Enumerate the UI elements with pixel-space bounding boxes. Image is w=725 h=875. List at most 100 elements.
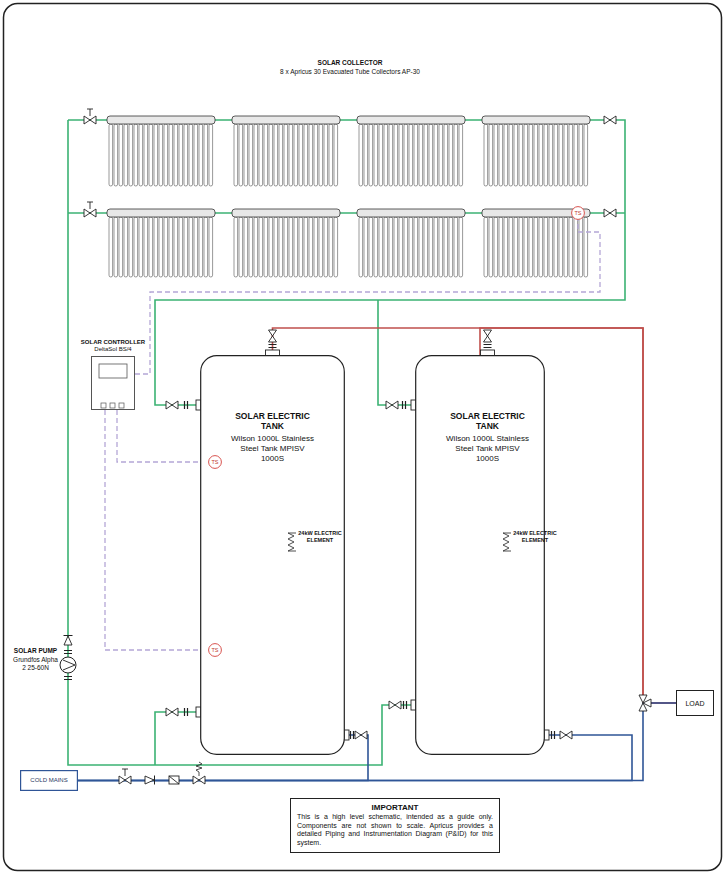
evacuated-tube-collector	[554, 124, 558, 186]
evacuated-tube-collector	[459, 217, 463, 277]
evacuated-tube-collector	[424, 217, 428, 277]
evacuated-tube-collector	[304, 217, 308, 277]
evacuated-tube-collector	[484, 217, 488, 277]
evacuated-tube-collector	[189, 124, 193, 186]
evacuated-tube-collector	[359, 217, 363, 277]
node-text: 24kW ELECTRIC ELEMENT	[298, 530, 342, 543]
evacuated-tube-collector	[569, 124, 573, 186]
evacuated-tube-collector	[244, 124, 248, 186]
solar-electric-tank: TSTSSOLAR ELECTRIC TANKWilson 1000L Stai…	[200, 355, 345, 755]
evacuated-tube-collector	[232, 209, 340, 217]
evacuated-tube-collector	[534, 217, 538, 277]
evacuated-tube-collector	[414, 217, 418, 277]
evacuated-tube-collector	[129, 124, 133, 186]
valve-symbol	[185, 708, 188, 716]
evacuated-tube-collector	[204, 217, 208, 277]
evacuated-tube-collector	[514, 124, 518, 186]
solar-controller: SOLAR CONTROLLERDeltaSol BS/4	[91, 356, 135, 410]
evacuated-tube-collector	[119, 217, 123, 277]
evacuated-tube-collector	[379, 124, 383, 186]
evacuated-tube-collector	[364, 124, 368, 186]
evacuated-tube-collector	[544, 217, 548, 277]
evacuated-tube-collector	[119, 124, 123, 186]
evacuated-tube-collector	[449, 124, 453, 186]
evacuated-tube-collector	[319, 217, 323, 277]
evacuated-tube-collector	[579, 217, 583, 277]
pump-symbol	[64, 677, 72, 680]
evacuated-tube-collector	[309, 217, 313, 277]
temperature-sensor: TS	[208, 643, 222, 657]
evacuated-tube-collector	[334, 124, 338, 186]
mixing-valve	[643, 699, 651, 707]
evacuated-tube-collector	[274, 217, 278, 277]
evacuated-tube-collector	[259, 124, 263, 186]
evacuated-tube-collector	[554, 217, 558, 277]
evacuated-tube-collector	[154, 124, 158, 186]
evacuated-tube-collector	[329, 124, 333, 186]
evacuated-tube-collector	[234, 124, 238, 186]
evacuated-tube-collector	[524, 124, 528, 186]
evacuated-tube-collector	[389, 217, 393, 277]
evacuated-tube-collector	[524, 217, 528, 277]
evacuated-tube-collector	[174, 124, 178, 186]
load-box-outline	[677, 691, 714, 716]
cold-water-pipe	[78, 703, 676, 781]
evacuated-tube-collector	[239, 217, 243, 277]
valve-symbol	[484, 330, 492, 342]
valve-symbol	[269, 345, 277, 348]
solar-loop-pipe	[107, 120, 625, 405]
text-group: SOLAR ELECTRIC TANKWilson 1000L Stainles…	[445, 411, 530, 464]
temperature-sensor-outline	[209, 456, 222, 469]
cold-water-pipe	[78, 735, 632, 781]
evacuated-tube-collector	[359, 124, 363, 186]
evacuated-tube-collector	[584, 217, 588, 277]
evacuated-tube-collector	[209, 217, 213, 277]
evacuated-tube-collector	[514, 217, 518, 277]
evacuated-tube-collector	[494, 217, 498, 277]
evacuated-tube-collector	[304, 124, 308, 186]
evacuated-tube-collector	[519, 217, 523, 277]
heating-element-symbol	[503, 533, 511, 551]
valve-symbol	[389, 701, 401, 709]
valve-symbol	[269, 330, 277, 342]
valve-symbol	[169, 776, 179, 784]
evacuated-tube-collector	[184, 217, 188, 277]
valve-symbol	[84, 109, 616, 785]
solar-controller-outline	[92, 357, 135, 410]
solar-controller-outline	[110, 403, 115, 408]
evacuated-tube-collector	[269, 124, 273, 186]
evacuated-tube-collector	[124, 124, 128, 186]
evacuated-tube-collector	[444, 124, 448, 186]
node-text: LOAD	[685, 700, 704, 707]
text-group: SOLAR CONTROLLERDeltaSol BS/4	[81, 339, 145, 353]
node-text: IMPORTANT	[297, 803, 493, 812]
evacuated-tube-collector	[499, 217, 503, 277]
mixing-valve	[639, 695, 651, 711]
evacuated-tube-collector	[129, 217, 133, 277]
node-text: SOLAR CONTROLLER	[81, 339, 145, 346]
evacuated-tube-collector	[419, 217, 423, 277]
evacuated-tube-collector	[179, 217, 183, 277]
evacuated-tube-collector	[184, 124, 188, 186]
evacuated-tube-collector	[279, 124, 283, 186]
valve-symbol	[403, 401, 406, 409]
node-text: TS	[574, 210, 581, 216]
evacuated-tube-collector	[299, 217, 303, 277]
temperature-sensor-outline	[572, 207, 585, 220]
valve-symbol	[87, 202, 93, 209]
evacuated-tube-collector	[294, 124, 298, 186]
solar-electric-tank: SOLAR ELECTRIC TANKWilson 1000L Stainles…	[415, 355, 545, 755]
valve-symbol	[193, 776, 205, 784]
evacuated-tube-collector	[149, 217, 153, 277]
valve-symbol	[196, 762, 202, 776]
node-text: TS	[211, 647, 218, 653]
valve-symbol	[145, 776, 155, 785]
node-text: Wilson 1000L Stainless Steel Tank MPISV …	[230, 434, 315, 464]
pump-symbol	[60, 636, 76, 680]
page-frame	[4, 4, 722, 871]
evacuated-tube-collector	[134, 217, 138, 277]
valve-symbol	[351, 731, 354, 739]
evacuated-tube-collector	[369, 124, 373, 186]
